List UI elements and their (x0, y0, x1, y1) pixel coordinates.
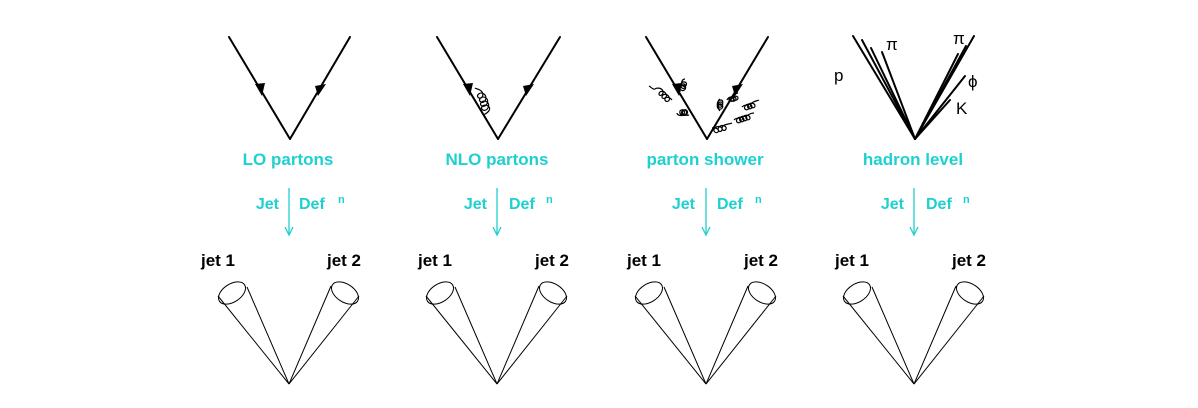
jet1-label: jet 1 (834, 251, 869, 270)
arrow-icon (732, 84, 743, 96)
cone-right (705, 281, 777, 385)
arrow-icon (315, 84, 326, 96)
def-superscript: n (338, 194, 345, 206)
def-superscript: n (755, 194, 762, 206)
arrow-icon (463, 83, 473, 96)
jet-cones-1 (217, 281, 360, 385)
arrow-down-icon (492, 226, 502, 237)
shower-gluons (648, 78, 760, 134)
cone-left (634, 281, 707, 385)
def-superscript: n (963, 194, 970, 206)
phi-label: ϕ (968, 72, 978, 91)
jet-def-arrow-4: Jet Def n (881, 188, 970, 237)
jet-cones-2 (425, 281, 568, 385)
cone-right (288, 281, 360, 385)
cone-left (217, 281, 290, 385)
jet2-label: jet 2 (743, 251, 778, 270)
cone-right (496, 281, 568, 385)
jet-label: Jet (881, 196, 905, 213)
panel-lo-partons (228, 36, 351, 140)
def-superscript: n (546, 194, 553, 206)
arrow-icon (255, 83, 265, 96)
arrow-down-icon (284, 226, 294, 237)
jet-cones-3 (634, 281, 777, 385)
jet1-label: jet 1 (626, 251, 661, 270)
hadron-tracks (852, 35, 975, 140)
panel-hadron-level: p π π ϕ K (834, 29, 978, 140)
cone-right (913, 281, 985, 385)
cone-left (425, 281, 498, 385)
jet-label: Jet (464, 196, 488, 213)
stage-title-shower: parton shower (646, 150, 764, 169)
kaon-label: K (956, 99, 968, 118)
arrow-down-icon (909, 226, 919, 237)
pion-right-label: π (953, 29, 965, 48)
lo-parton-lines (228, 36, 351, 140)
stage-title-nlo: NLO partons (446, 150, 549, 169)
jet-def-arrow-1: Jet Def n (256, 188, 345, 237)
stage-title-hadron: hadron level (863, 150, 963, 169)
gluon-line (474, 87, 491, 116)
stage-title-lo: LO partons (243, 150, 334, 169)
cone-left (842, 281, 915, 385)
jet-cones-4 (842, 281, 985, 385)
jet-def-arrow-2: Jet Def n (464, 188, 553, 237)
jet2-label: jet 2 (326, 251, 361, 270)
jet-label: Jet (256, 196, 280, 213)
jet-label: Jet (672, 196, 696, 213)
proton-label: p (834, 66, 843, 85)
arrow-icon (523, 84, 534, 96)
jet2-label: jet 2 (951, 251, 986, 270)
jet2-label: jet 2 (534, 251, 569, 270)
def-label: Def (509, 196, 535, 213)
jet1-label: jet 1 (417, 251, 452, 270)
jet-def-arrow-3: Jet Def n (672, 188, 762, 237)
def-label: Def (299, 196, 325, 213)
arrow-down-icon (701, 226, 711, 237)
panel-parton-shower (645, 36, 769, 140)
panel-nlo-partons (436, 36, 561, 140)
def-label: Def (926, 196, 952, 213)
def-label: Def (717, 196, 743, 213)
jet1-label: jet 1 (200, 251, 235, 270)
pion-left-label: π (886, 35, 898, 54)
